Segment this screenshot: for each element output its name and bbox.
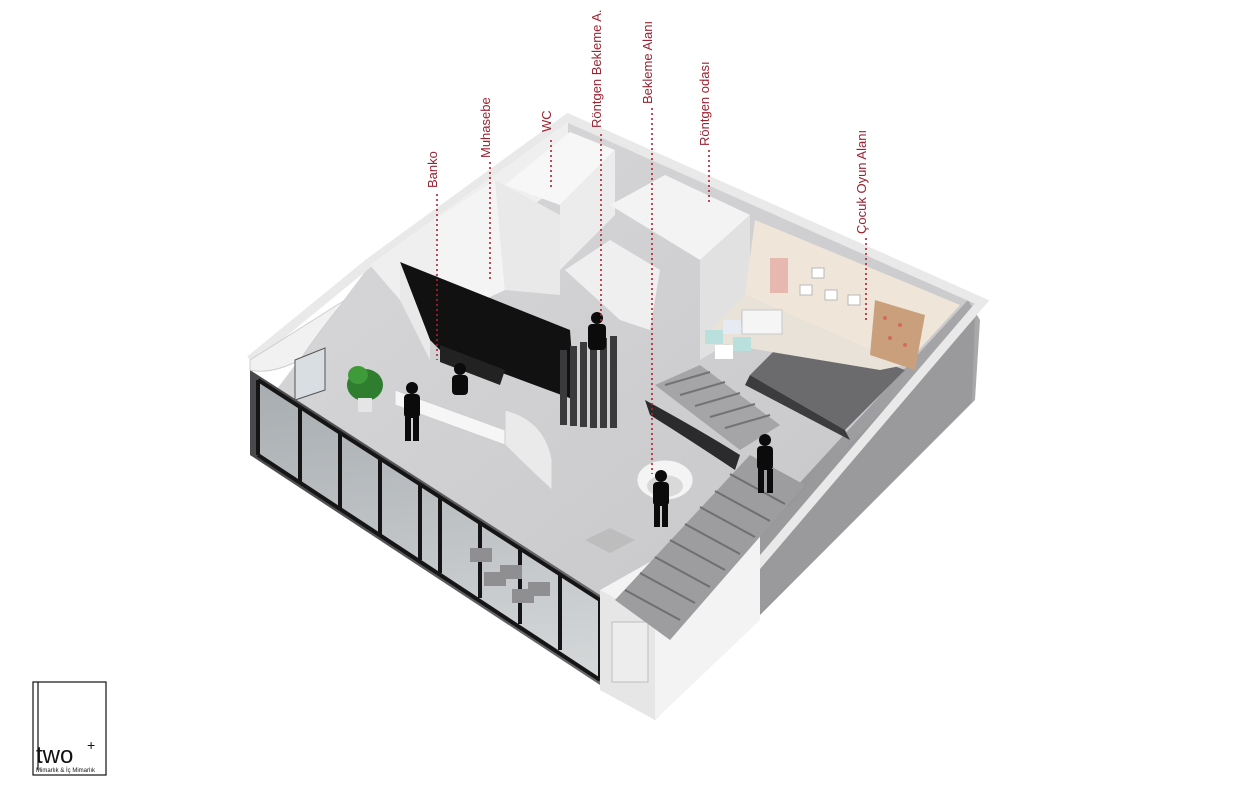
people — [404, 312, 773, 527]
staircase-upper — [645, 365, 780, 470]
staircase-lower — [615, 455, 805, 640]
person — [404, 382, 420, 441]
reception-desk — [394, 345, 553, 492]
door — [611, 621, 649, 683]
label-cocuk-oyun: Çocuk Oyun Alanı — [854, 130, 869, 234]
person — [452, 363, 468, 395]
coffee-table — [585, 528, 635, 553]
plant — [347, 366, 383, 412]
stairwell-roof — [745, 330, 905, 440]
logo-frame — [32, 681, 107, 776]
label-muhasebe: Muhasebe — [478, 97, 493, 158]
leader-lines — [436, 108, 867, 474]
person — [757, 434, 773, 493]
logo-superscript: + — [87, 737, 95, 753]
label-banko: Banko — [425, 151, 440, 188]
label-rontgen-bekleme: Röntgen Bekleme A. — [589, 9, 604, 128]
logo: two + Mimarlık & İç Mimarlık — [32, 681, 107, 776]
person — [653, 470, 669, 527]
label-wc: WC — [539, 110, 554, 132]
logo-subtitle: Mimarlık & İç Mimarlık — [36, 767, 96, 774]
wall-top-rim-left — [247, 258, 373, 364]
label-bekleme-alani: Bekleme Alanı — [640, 21, 655, 104]
room-labels: Banko Muhasebe WC Röntgen Bekleme A. Bek… — [425, 9, 869, 234]
wall-top-rim — [367, 112, 990, 687]
wall-picture — [294, 347, 326, 401]
label-rontgen-odasi: Röntgen odası — [697, 61, 712, 146]
person — [588, 312, 606, 350]
reception-back-wall — [400, 262, 575, 400]
logo-mark: two — [36, 742, 73, 769]
child-play-area — [700, 220, 960, 370]
glass-facade — [256, 378, 602, 682]
slatted-partition — [560, 336, 617, 428]
